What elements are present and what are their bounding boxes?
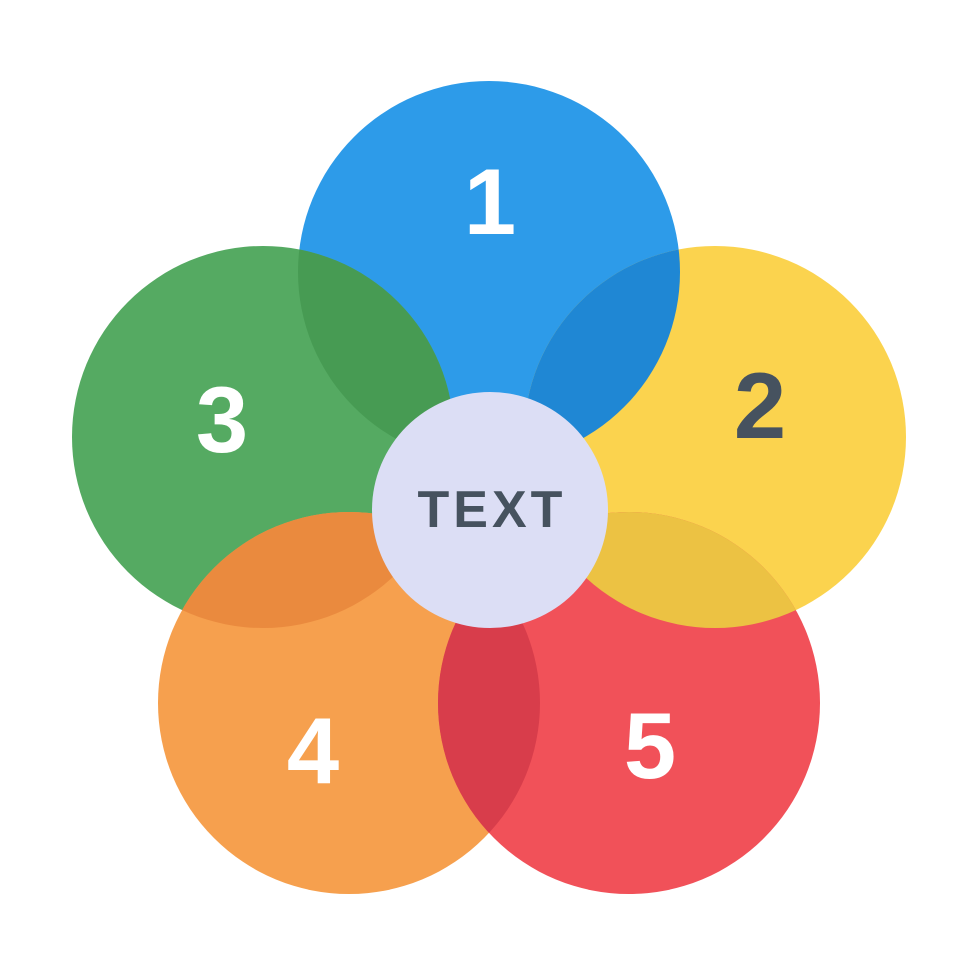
- petal-number-2: 2: [734, 353, 786, 458]
- petal-number-3: 3: [196, 367, 248, 472]
- petal-number-1: 1: [464, 149, 516, 254]
- overlap-lens-1-2: [524, 246, 680, 463]
- overlap-lens-3-1: [298, 246, 454, 463]
- center-circle: [372, 392, 608, 628]
- center-label: TEXT: [418, 481, 567, 539]
- petal-number-5: 5: [624, 693, 676, 798]
- petal-number-4: 4: [287, 698, 339, 803]
